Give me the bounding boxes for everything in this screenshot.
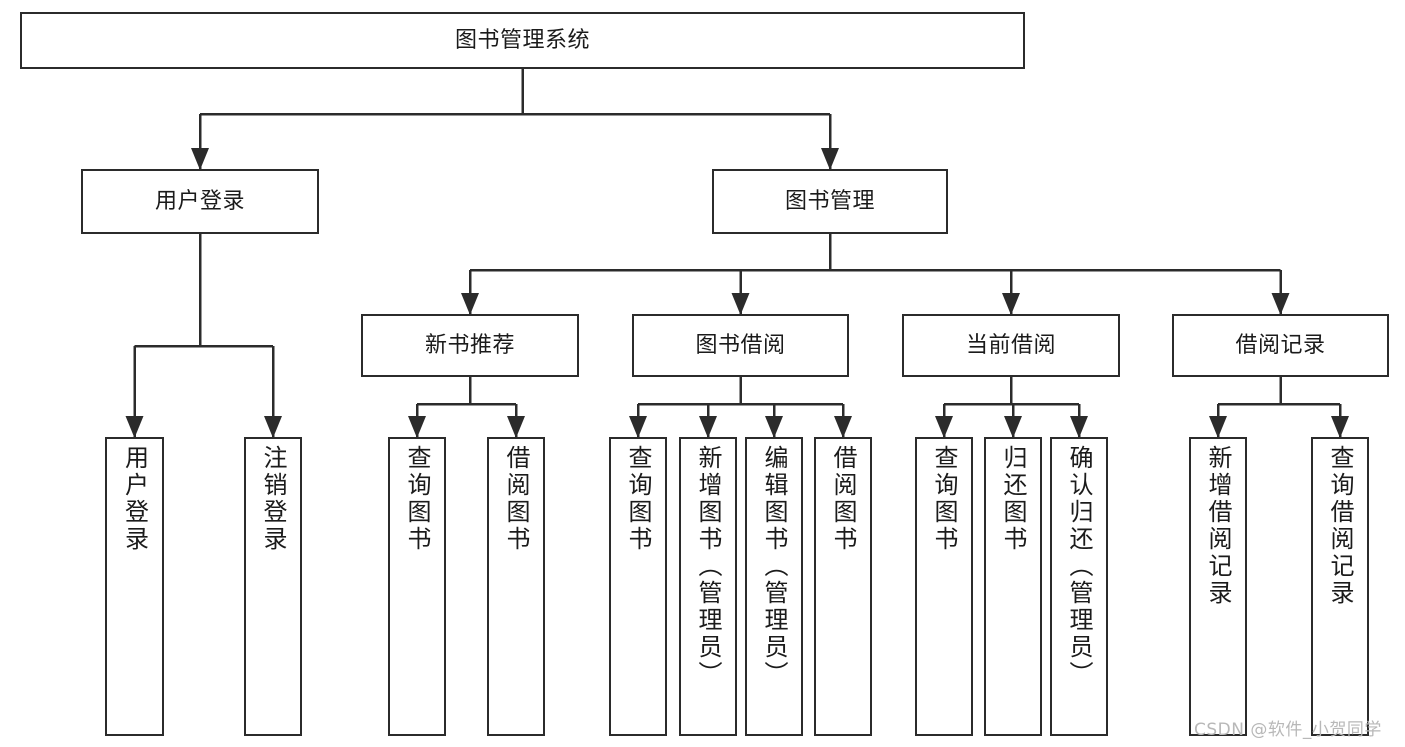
- node-label: 新增借阅记录: [1204, 445, 1232, 607]
- node-label: 图书管理系统: [454, 27, 590, 53]
- node-l2-new-book-rec[interactable]: 新书推荐: [361, 314, 579, 377]
- node-label: 借阅图书: [829, 445, 857, 553]
- csdn-watermark: CSDN @软件_小贺同学: [1194, 720, 1382, 740]
- node-l2-current-borrow[interactable]: 当前借阅: [902, 314, 1120, 377]
- node-leaf-add-record[interactable]: 新增借阅记录: [1189, 437, 1247, 736]
- node-leaf-add-book[interactable]: 新增图书（管理员）: [679, 437, 737, 736]
- node-label: 图书借阅: [695, 332, 786, 358]
- node-label: 图书管理: [784, 188, 875, 214]
- node-label: 查询图书: [624, 445, 652, 553]
- node-l2-borrow-record[interactable]: 借阅记录: [1172, 314, 1389, 377]
- node-leaf-query-book-current[interactable]: 查询图书: [915, 437, 973, 736]
- node-leaf-query-book-rec[interactable]: 查询图书: [388, 437, 446, 736]
- node-label: 当前借阅: [965, 332, 1056, 358]
- node-label: 归还图书: [999, 445, 1027, 553]
- node-label: 查询借阅记录: [1326, 445, 1354, 607]
- node-l1-book-manage[interactable]: 图书管理: [712, 169, 948, 234]
- node-label: 注销登录: [259, 445, 287, 553]
- node-root[interactable]: 图书管理系统: [20, 12, 1025, 69]
- node-leaf-borrow-book-rec[interactable]: 借阅图书: [487, 437, 545, 736]
- node-leaf-user-login[interactable]: 用户登录: [105, 437, 164, 736]
- node-label: 借阅图书: [502, 445, 530, 553]
- node-label: 用户登录: [120, 445, 149, 553]
- node-leaf-return-book[interactable]: 归还图书: [984, 437, 1042, 736]
- node-leaf-confirm-return[interactable]: 确认归还（管理员）: [1050, 437, 1108, 736]
- node-leaf-query-book-borrow[interactable]: 查询图书: [609, 437, 667, 736]
- node-label: 编辑图书（管理员）: [760, 445, 788, 688]
- node-label: 借阅记录: [1235, 332, 1326, 358]
- node-label: 用户登录: [154, 188, 245, 214]
- node-leaf-logout[interactable]: 注销登录: [244, 437, 302, 736]
- node-label: 查询图书: [403, 445, 431, 553]
- node-label: 确认归还（管理员）: [1065, 445, 1093, 688]
- node-l2-book-borrow[interactable]: 图书借阅: [632, 314, 849, 377]
- node-leaf-query-record[interactable]: 查询借阅记录: [1311, 437, 1369, 736]
- node-l1-user-login[interactable]: 用户登录: [81, 169, 319, 234]
- node-leaf-edit-book[interactable]: 编辑图书（管理员）: [745, 437, 803, 736]
- node-label: 新增图书（管理员）: [694, 445, 722, 688]
- node-leaf-borrow-book[interactable]: 借阅图书: [814, 437, 872, 736]
- node-label: 新书推荐: [424, 332, 515, 358]
- node-label: 查询图书: [930, 445, 958, 553]
